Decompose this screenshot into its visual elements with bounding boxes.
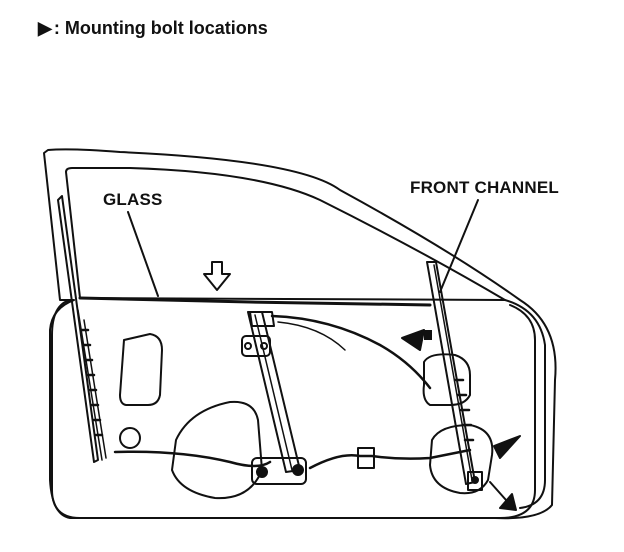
glass-leader-line bbox=[127, 211, 159, 297]
bolt-marker-icon bbox=[499, 493, 517, 511]
front-channel-leader-line bbox=[439, 199, 479, 293]
upper-cable-thin bbox=[277, 321, 346, 351]
access-hole-round bbox=[119, 427, 141, 449]
glass-lower-edge bbox=[78, 296, 432, 307]
rear-channel bbox=[57, 195, 107, 463]
access-hole-center bbox=[171, 400, 263, 500]
legend-text: : Mounting bolt locations bbox=[53, 18, 268, 38]
glass-label: GLASS bbox=[103, 190, 163, 209]
bolt-marker-icon: ▶ bbox=[38, 18, 52, 38]
access-hole-right-lower bbox=[429, 424, 494, 495]
hollow-down-arrow-icon bbox=[203, 261, 231, 291]
cable-clip bbox=[357, 447, 375, 469]
bolt-location-1 bbox=[424, 330, 432, 340]
regulator-cable bbox=[113, 448, 472, 470]
door-frame-outline bbox=[43, 148, 557, 520]
front-channel-label: FRONT CHANNEL bbox=[410, 178, 559, 197]
regulator-rail bbox=[241, 311, 307, 485]
upper-cable bbox=[270, 314, 432, 390]
door-edge-outline bbox=[504, 299, 546, 509]
legend: ▶ : Mounting bolt locations bbox=[38, 18, 268, 39]
window-opening-outline bbox=[65, 167, 506, 301]
bolt-location-2 bbox=[471, 476, 479, 484]
bolt-marker-icon bbox=[401, 329, 425, 351]
access-hole-left bbox=[119, 333, 163, 406]
bolt-marker-icon bbox=[493, 435, 521, 459]
door-panel-outline bbox=[51, 299, 536, 519]
access-hole-right-upper bbox=[422, 353, 471, 406]
